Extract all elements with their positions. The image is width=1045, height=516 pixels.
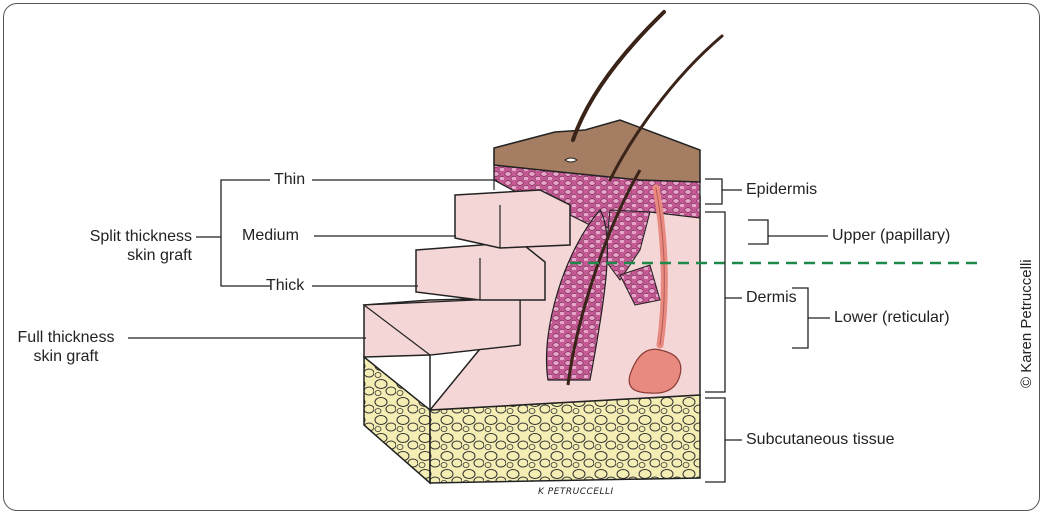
label-thin: Thin — [274, 170, 305, 189]
label-epidermis: Epidermis — [746, 180, 817, 199]
label-thick: Thick — [266, 276, 304, 295]
label-lower-reticular: Lower (reticular) — [834, 308, 950, 327]
label-full-thickness: Full thickness skin graft — [4, 328, 128, 366]
label-upper-papillary: Upper (papillary) — [832, 226, 950, 245]
label-split-thickness: Split thickness skin graft — [46, 227, 192, 265]
label-medium: Medium — [242, 226, 299, 245]
copyright-text: © Karen Petruccelli — [1018, 259, 1035, 388]
label-dermis: Dermis — [746, 288, 797, 307]
artist-signature: K PETRUCCELLI — [538, 487, 614, 497]
label-subcutaneous: Subcutaneous tissue — [746, 430, 895, 449]
